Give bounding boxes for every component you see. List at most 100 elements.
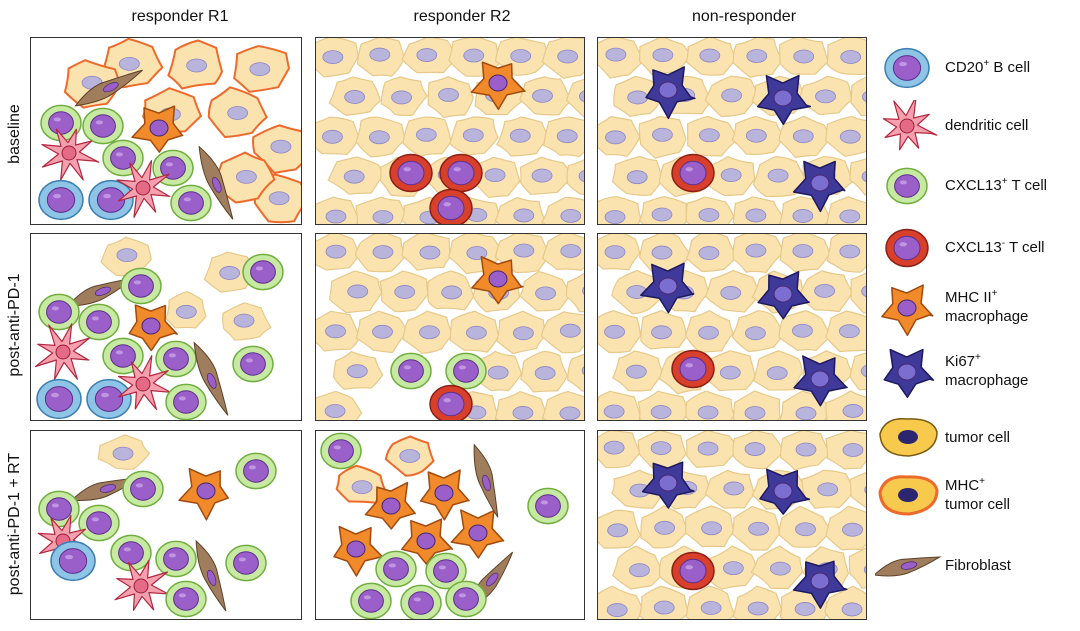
tumor-cell — [165, 291, 207, 329]
tumor-cell — [449, 116, 499, 156]
tumor-cell — [731, 310, 786, 353]
tumor-cell — [598, 585, 644, 619]
cxcl13-pos-t-cell — [425, 552, 467, 590]
tumor-cell — [355, 196, 408, 224]
tumor-cell — [401, 234, 452, 271]
cxcl13-neg-t-cell — [429, 384, 473, 420]
tumor-cell — [598, 310, 642, 354]
cxcl13-pos-t-cell — [155, 340, 197, 378]
tumor-cell — [849, 472, 866, 508]
tumor-cell — [541, 234, 584, 271]
cxcl13-neg-t-cell — [389, 153, 433, 193]
legend-label: dendritic cell — [945, 117, 1029, 134]
cxcl13-pos-t-cell — [82, 107, 124, 145]
tumor-cell — [541, 390, 584, 420]
tumor-cell — [611, 350, 665, 392]
cxcl13-neg-t-cell — [429, 188, 473, 224]
mhc-ii-macrophage — [333, 525, 384, 577]
mhc-tumor-cell — [335, 464, 387, 504]
cxcl13-neg-t-cell — [671, 349, 715, 389]
tumor-cell — [640, 310, 687, 350]
fibroblast — [875, 556, 942, 577]
tumor-cell — [598, 390, 642, 420]
tumor-cell — [826, 234, 866, 273]
cxcl13-pos-t-cell — [445, 580, 487, 618]
tumor-cell — [203, 251, 257, 293]
column-title-non-responder: non-responder — [691, 8, 797, 25]
panel-nonresponder-post-rt — [597, 430, 867, 620]
cxcl13-pos-t-cell — [120, 267, 162, 305]
panel-r1-post-rt — [30, 430, 302, 620]
tumor-cell — [704, 75, 760, 118]
tumor-cell — [565, 272, 584, 313]
tumor-cell — [332, 350, 384, 391]
panel-r2-post — [315, 233, 585, 421]
tumor-cell — [598, 38, 645, 79]
tumor-cell — [879, 418, 938, 457]
tumor-cell — [778, 310, 832, 352]
cxcl13-neg-t-cell — [671, 153, 715, 193]
panel-r2-baseline — [315, 37, 585, 225]
tumor-cell — [752, 350, 803, 391]
tumor-cell — [732, 585, 783, 619]
ki67-macrophage — [792, 560, 848, 609]
dendritic-cell — [35, 323, 91, 380]
legend-label: Ki67+macrophage — [945, 352, 1029, 390]
mhc-ii-macrophage — [364, 481, 416, 530]
tumor-cell — [567, 353, 584, 392]
tumor-cell — [471, 156, 521, 199]
tumor-cell — [778, 115, 831, 158]
legend-item-b-cell: CD20+ B cell — [875, 42, 1080, 98]
cxcl13-pos-t-cell — [375, 550, 417, 588]
tumor-cell — [752, 156, 807, 198]
tumor-cell — [732, 431, 785, 470]
tumor-cell — [328, 76, 382, 116]
cxcl13-pos-t-cell — [165, 580, 207, 618]
fibroblast — [198, 145, 234, 220]
cd20-b-cell — [36, 378, 82, 420]
legend-label: CXCL13+ T cell — [945, 176, 1048, 195]
tumor-cell — [598, 195, 642, 224]
tumor-cell — [328, 270, 383, 314]
legend-item-mhc-tumor: MHC+tumor cell — [875, 470, 1080, 526]
cd20-b-cell — [884, 47, 930, 89]
tumor-cell — [778, 505, 833, 548]
legend-item-mhc-mac: MHC II+macrophage — [875, 282, 1080, 338]
tumor-cell — [801, 469, 854, 509]
cxcl13-pos-t-cell — [242, 253, 284, 291]
cxcl13-pos-t-cell — [886, 167, 928, 205]
cxcl13-pos-t-cell — [38, 293, 80, 331]
tumor-cell — [598, 234, 641, 271]
column-title-responder-r2: responder R2 — [413, 8, 511, 25]
panel-r2-post-rt — [315, 430, 585, 620]
tumor-cell — [850, 272, 866, 314]
tumor-cell — [731, 115, 785, 155]
tumor-cell — [798, 75, 852, 116]
dendritic-cell — [116, 160, 171, 218]
mhc-ii-macrophage — [131, 105, 184, 153]
column-title-responder-r1: responder R1 — [131, 8, 229, 25]
tumor-cell — [825, 310, 866, 353]
row-title-post-anti-pd-1-rt: post-anti-PD-1 + RT — [6, 452, 23, 596]
tumor-cell — [611, 469, 664, 509]
tumor-cell — [637, 390, 689, 420]
tumor-cell — [402, 310, 454, 354]
tumor-cell — [826, 38, 866, 76]
ki67-macrophage — [756, 74, 812, 126]
mhc-ii-macrophage — [419, 469, 470, 521]
tumor-cell — [379, 270, 429, 313]
tumor-cell — [732, 38, 784, 78]
cd20-b-cell — [38, 179, 84, 221]
tumor-cell — [685, 585, 736, 619]
cxcl13-pos-t-cell — [110, 534, 152, 572]
tumor-cell — [327, 156, 383, 195]
legend-label: Fibroblast — [945, 557, 1011, 574]
tumor-cell — [543, 116, 584, 158]
cxcl13-pos-t-cell — [78, 303, 120, 341]
legend-label: tumor cell — [945, 429, 1011, 446]
tumor-cell — [824, 585, 866, 619]
cxcl13-pos-t-cell — [165, 383, 207, 420]
tumor-cell — [540, 311, 584, 354]
cxcl13-neg-t-cell — [885, 228, 929, 268]
